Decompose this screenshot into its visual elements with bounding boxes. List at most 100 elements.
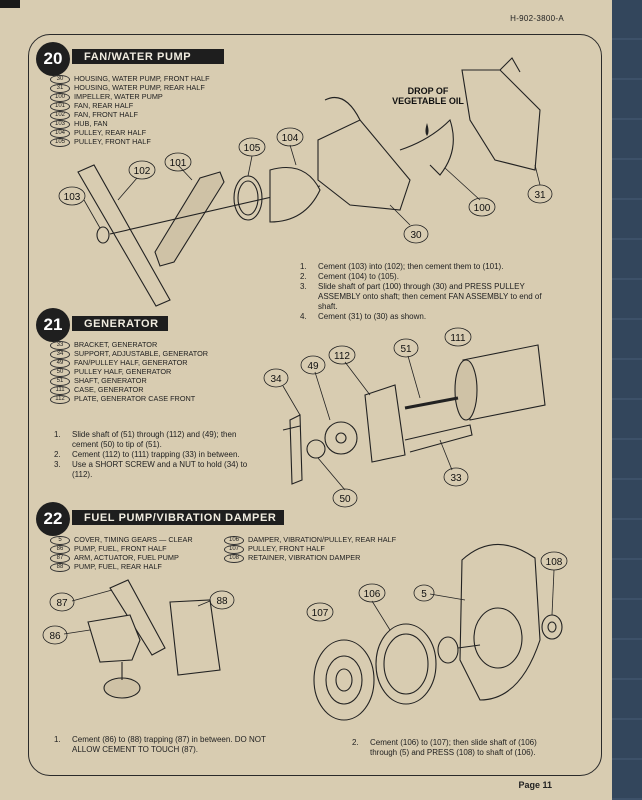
short-screw <box>282 425 301 431</box>
generator-case-opening <box>454 359 478 421</box>
callout-oval <box>164 152 192 172</box>
instruction-row: 1.Cement (86) to (88) trapping (87) in b… <box>54 735 284 755</box>
callout-number: 106 <box>364 589 381 600</box>
callout-oval <box>393 338 419 358</box>
instruction-text: Cement (31) to (30) as shown. <box>318 312 427 321</box>
part-name: HUB, FAN <box>74 119 108 129</box>
instruction-row: 2.Cement (112) to (111) trapping (33) in… <box>54 450 259 460</box>
fan-hub <box>96 226 110 244</box>
part-name: ARM, ACTUATOR, FUEL PUMP <box>74 553 179 563</box>
callout-number: 87 <box>56 598 68 609</box>
callout-number: 88 <box>216 596 228 607</box>
leader-line <box>247 155 253 177</box>
cover-seal <box>473 607 523 669</box>
fuel-pump-bowl <box>103 677 141 699</box>
generator-front-plate <box>364 384 406 463</box>
pump-rear-housing <box>461 69 541 171</box>
callout-number: 102 <box>134 166 151 177</box>
part-name: HOUSING, WATER PUMP, FRONT HALF <box>74 74 210 84</box>
callout-oval <box>527 184 553 204</box>
instruction-row: 3.Use a SHORT SCREW and a NUT to hold (3… <box>54 460 259 480</box>
part-name: SUPPORT, ADJUSTABLE, GENERATOR <box>74 349 209 359</box>
callout-number: 107 <box>312 608 329 619</box>
part-name: FAN, REAR HALF <box>74 101 134 111</box>
part-name: PLATE, GENERATOR CASE FRONT <box>74 394 196 404</box>
callout-oval <box>238 137 266 157</box>
part-name: FAN/PULLEY HALF, GENERATOR <box>74 358 188 368</box>
instruction-number: 2. <box>300 272 307 281</box>
instruction-number: 4. <box>300 312 307 321</box>
step-number: 22 <box>36 502 70 536</box>
instruction-number: 3. <box>300 282 307 291</box>
callout-oval <box>209 590 235 610</box>
generator-bracket <box>404 424 473 453</box>
leader-lines <box>63 144 555 635</box>
damper-shaft-hub <box>437 636 459 664</box>
pulley-rear <box>269 166 321 223</box>
part-name: PULLEY, FRONT HALF <box>248 544 325 554</box>
callout-oval <box>413 584 435 602</box>
step-number: 21 <box>36 308 70 342</box>
leader-line <box>177 164 193 181</box>
callout-oval <box>306 602 334 622</box>
leader-line <box>429 593 466 601</box>
leader-line <box>444 167 481 201</box>
damper-rear-inner <box>383 633 429 695</box>
damper-retainer <box>541 614 563 640</box>
callout-oval <box>263 368 289 388</box>
fuel-pump-drawing <box>87 579 221 699</box>
callout-oval <box>128 160 156 180</box>
instructions: 1.Cement (103) into (102); then cement t… <box>300 262 545 322</box>
pump-outlet <box>324 96 361 121</box>
callout-number: 108 <box>546 557 563 568</box>
leader-line <box>117 177 138 201</box>
callout-number: 112 <box>334 351 350 362</box>
part-number: 88 <box>50 563 70 572</box>
fuel-pump-rear <box>169 599 221 676</box>
instruction-text: Cement (103) into (102); then cement the… <box>318 262 504 271</box>
oil-note: DROP OF VEGETABLE OIL <box>392 86 464 106</box>
callout-oval <box>403 224 429 244</box>
pulley-front-bore <box>335 668 353 692</box>
callout-oval <box>468 197 496 217</box>
callout-oval <box>444 327 472 347</box>
instruction-number: 3. <box>54 460 61 469</box>
instruction-text: Cement (104) to (105). <box>318 272 399 281</box>
content-frame <box>28 34 602 776</box>
callout-oval <box>358 583 386 603</box>
leader-line <box>439 439 453 471</box>
callout-oval <box>300 355 326 375</box>
callout-number: 30 <box>410 230 422 241</box>
impeller <box>399 118 454 176</box>
part-name: CASE, GENERATOR <box>74 385 144 395</box>
leader-line <box>551 569 555 616</box>
callout-number: 105 <box>244 143 261 154</box>
generator-fan-hub <box>335 432 347 444</box>
leader-line <box>407 355 421 399</box>
generator-support <box>289 414 303 485</box>
fan-water-pump-drawing <box>77 57 541 307</box>
section-title: FAN/WATER PUMP <box>72 49 224 64</box>
leader-line <box>317 457 346 491</box>
leader-line <box>344 361 371 396</box>
measuring-ruler <box>612 0 642 800</box>
leader-line <box>83 199 101 229</box>
leader-line <box>63 629 91 635</box>
leader-line <box>534 164 541 186</box>
callout-ovals <box>42 127 568 645</box>
callout-oval <box>276 127 304 147</box>
pump-rear-nozzle <box>499 57 521 73</box>
callout-number: 86 <box>49 631 61 642</box>
corner-mark <box>0 0 20 8</box>
instruction-text: Slide shaft of (51) through (112) and (4… <box>72 430 237 449</box>
callout-oval <box>540 551 568 571</box>
instruction-number: 1. <box>54 735 61 744</box>
vibration-damper-drawing <box>313 543 563 721</box>
section-title: FUEL PUMP/VIBRATION DAMPER <box>72 510 284 525</box>
leader-line <box>197 600 211 607</box>
